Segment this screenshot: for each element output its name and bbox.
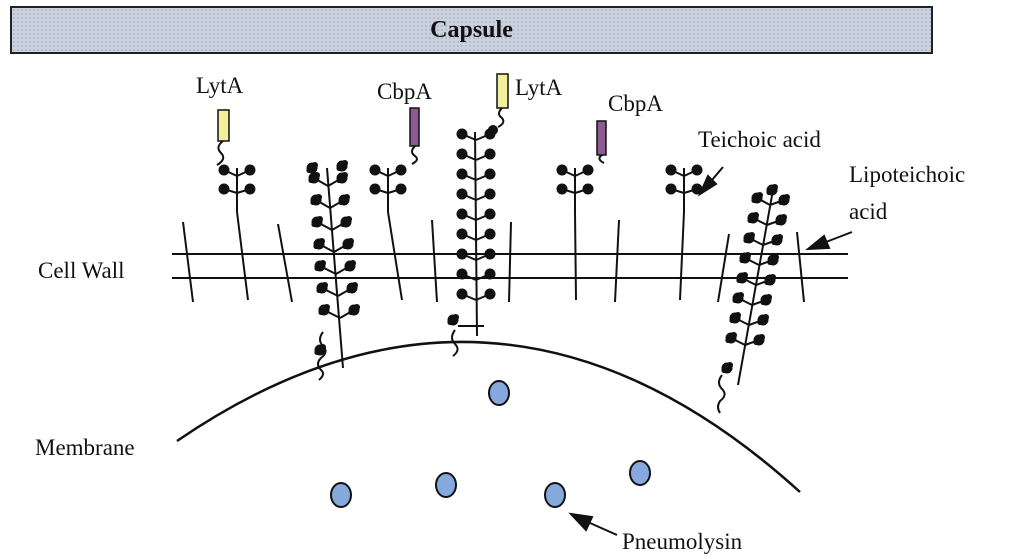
lipoteichoic-acid-chain-3 [718,184,790,413]
membrane-label: Membrane [35,436,135,459]
lipoteichoic-acid-label-line-2: acid [849,200,887,223]
annotation-arrows [571,167,852,535]
cbpa-protein-2 [597,121,606,163]
lyta-label-2: LytA [515,76,562,99]
pneumolysin-label: Pneumolysin [622,530,742,553]
cbpa-protein-1 [410,108,419,164]
pneumolysin-molecules [331,381,650,507]
lyta-protein-1 [217,110,229,165]
lyta-label-1: LytA [196,74,243,97]
lyta-protein-2 [488,74,508,135]
lipoteichoic-acid-chain-1 [306,160,360,380]
lipoteichoic-acid-chain-2 [447,129,495,357]
cbpa-label-2: CbpA [608,92,663,115]
lipoteichoic-acid-label-line-1: Lipoteichoic [849,163,965,186]
cell-wall-label: Cell Wall [38,259,125,282]
cbpa-label-1: CbpA [377,80,432,103]
teichoic-acid-label: Teichoic acid [698,128,821,151]
cell-membrane [177,342,800,492]
